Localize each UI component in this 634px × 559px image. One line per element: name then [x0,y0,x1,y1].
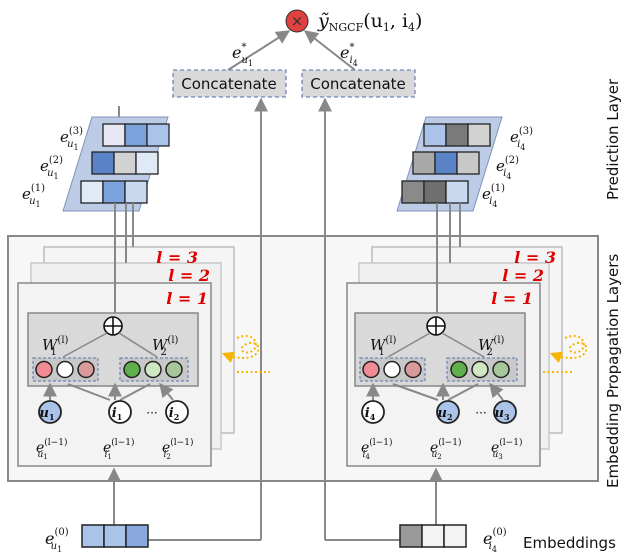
right-node-labels: e(l−1)i4 e(l−1)u2 e(l−1)u3 [361,437,522,461]
item-embedding-row-1 [401,180,469,204]
left-node-u1 [38,400,62,424]
item-layer3-label: e(3)i4 [510,126,533,152]
right-node-label-i4: e(l−1)i4 [361,437,392,461]
left-aggregation-box: W(l)1 W(l)2 [27,312,199,387]
svg-text:u1: u1 [39,406,54,422]
multiply-glyph: × [291,12,304,30]
right-node-label-u2: e(l−1)u2 [430,437,461,461]
user-layer3-label: e(3)u1 [60,126,83,152]
arrow-concat-right-to-product [303,30,356,71]
item-input-embedding [399,524,467,548]
right-layer-label-3: l = 3 [514,248,556,267]
svg-text:u3: u3 [494,406,509,422]
svg-text:i4: i4 [365,406,376,422]
left-layer-label-1: l = 1 [166,289,208,308]
prediction-output: × ỹNGCF(u1, i4) [285,9,422,34]
user-layer1-label: e(1)u1 [22,183,45,209]
concatenate-right-label: Concatenate [310,75,406,93]
right-layer-label-1: l = 1 [491,289,533,308]
item-prediction-stack [396,116,503,212]
final-item-embedding-label: e*i4 [340,42,358,68]
user-layer2-label: e(2)u1 [40,155,63,181]
concatenate-left: Concatenate [172,69,287,98]
user-input-embedding-label: e(0)u1 [45,527,69,554]
arrow-concat-left-to-product [227,30,291,71]
svg-text:u2: u2 [437,406,452,422]
left-node-label-i2: e(l−1)i2 [162,437,193,461]
right-aggregation-box: W(l)1 W(l)2 [354,312,526,387]
left-dots: ··· [146,406,157,420]
right-layer-label-2: l = 2 [502,266,544,285]
concatenate-right: Concatenate [301,69,416,98]
left-node-labels: e(l−1)u1 e(l−1)i1 e(l−1)i2 [36,437,193,461]
user-embedding-row-3 [102,123,170,147]
svg-text:i1: i1 [112,406,123,422]
right-recurrence-arrow [549,335,588,363]
svg-text:i2: i2 [169,406,180,422]
left-node-i1 [108,400,132,424]
item-embedding-row-3 [423,123,491,147]
left-w1-label: W(l)1 [42,335,69,358]
left-node-i2 [165,400,189,424]
left-node-label-i1: e(l−1)i1 [103,437,134,461]
final-user-embedding-label: e*u1 [232,42,253,68]
concatenate-left-label: Concatenate [181,75,277,93]
item-input-embedding-label: e(0)i4 [483,527,507,554]
left-layer-label-2: l = 2 [168,266,210,285]
item-stack-labels: e(3)i4 e(2)i4 e(1)i4 [482,126,533,209]
prediction-formula: ỹNGCF(u1, i4) [317,10,422,34]
user-stack-labels: e(3)u1 e(2)u1 e(1)u1 [22,126,83,209]
prediction-layer-label: Prediction Layer [604,78,622,200]
left-node-label-u1: e(l−1)u1 [36,437,67,461]
left-recurrence-arrow [221,335,260,363]
right-neighbor-nodes: i4 u2 ··· u3 [361,382,517,424]
right-w2-label: W(l)2 [478,335,505,358]
user-prediction-stack [62,116,170,212]
propagation-layers-label: Embedding Propagation Layers [604,254,622,488]
right-w1-label: W(l)1 [370,335,397,358]
user-input-embedding [81,524,149,548]
right-node-u3 [493,400,517,424]
user-embedding-row-2 [91,151,159,175]
right-dots: ··· [475,406,486,420]
right-node-u2 [436,400,460,424]
item-embedding-row-2 [412,151,480,175]
left-layer-label-3: l = 3 [156,248,198,267]
right-node-i4 [361,400,385,424]
product-icon [285,9,309,33]
left-neighbor-nodes: u1 i1 ··· i2 [38,382,189,424]
right-node-label-u3: e(l−1)u3 [491,437,522,461]
left-w2-label: W(l)2 [152,335,179,358]
user-embedding-row-1 [80,180,148,204]
embeddings-label: Embeddings [523,534,616,552]
item-layer2-label: e(2)i4 [496,155,519,181]
item-layer1-label: e(1)i4 [482,183,505,209]
